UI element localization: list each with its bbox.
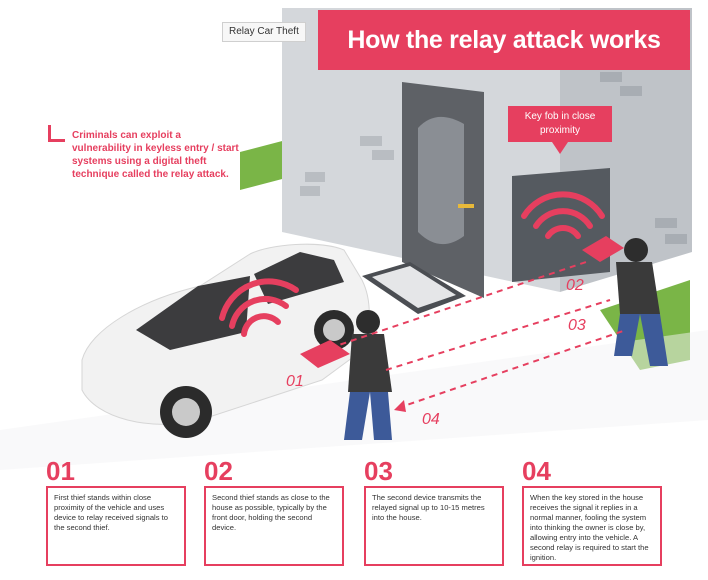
grass-left bbox=[240, 140, 286, 190]
doormat-inner bbox=[372, 266, 456, 308]
step-box: The second device transmits the relayed … bbox=[364, 486, 504, 566]
step-box: Second thief stands as close to the hous… bbox=[204, 486, 344, 566]
marker-01: 01 bbox=[286, 373, 304, 390]
car-windshield bbox=[136, 276, 250, 350]
step-number: 04 bbox=[522, 456, 551, 486]
relay-path-02 bbox=[329, 261, 587, 349]
thief-two bbox=[614, 238, 668, 366]
car-hubcap bbox=[172, 398, 200, 426]
brick bbox=[300, 186, 320, 196]
callout-pointer bbox=[552, 142, 568, 154]
relay-device-2 bbox=[582, 236, 624, 262]
wall-recess bbox=[512, 168, 610, 282]
brick bbox=[305, 172, 325, 182]
relay-path-04 bbox=[397, 329, 627, 409]
step-box: First thief stands within close proximit… bbox=[46, 486, 186, 566]
intro-bracket bbox=[48, 125, 65, 142]
door-window bbox=[418, 116, 464, 245]
car-hubcap bbox=[323, 319, 345, 341]
page-title: How the relay attack works bbox=[318, 10, 690, 70]
brick bbox=[665, 234, 687, 244]
key-fob-callout: Key fob in close proximity bbox=[508, 106, 612, 142]
relay-device-1 bbox=[300, 340, 350, 368]
brick bbox=[360, 136, 382, 146]
car-signal-icon bbox=[219, 278, 299, 337]
key-signal-icon bbox=[521, 191, 605, 239]
step-box: When the key stored in the house receive… bbox=[522, 486, 662, 566]
brick bbox=[655, 218, 677, 228]
intro-text: Criminals can exploit a vulnerability in… bbox=[72, 130, 239, 180]
brick bbox=[600, 72, 622, 82]
marker-02: 02 bbox=[566, 277, 584, 294]
step-number: 03 bbox=[364, 456, 393, 486]
thief-one bbox=[344, 310, 392, 440]
car-side-window bbox=[254, 252, 344, 304]
marker-04: 04 bbox=[422, 411, 440, 428]
step-number: 02 bbox=[204, 456, 233, 486]
step-number: 01 bbox=[46, 456, 75, 486]
brick bbox=[372, 150, 394, 160]
brick bbox=[620, 86, 642, 96]
tooltip: Relay Car Theft bbox=[222, 22, 306, 42]
door-handle bbox=[458, 204, 474, 208]
arrowhead-04 bbox=[394, 400, 406, 412]
marker-03: 03 bbox=[568, 317, 586, 334]
